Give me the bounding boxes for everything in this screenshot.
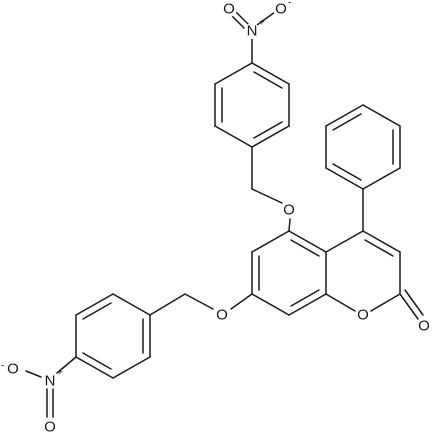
bond-ph-f	[362, 167, 401, 190]
atom-nitro-o-top-left: O	[221, 1, 237, 18]
bond-ph-a-inner	[332, 163, 362, 181]
bond-ring2-e-inner	[82, 302, 112, 320]
atom-ring-o: O	[355, 307, 371, 324]
charge-plus-top: +	[259, 18, 265, 29]
atom-nitro-o-bottom-right: O	[42, 419, 58, 436]
svg-text:O: O	[283, 202, 295, 219]
bond-ring1-f	[214, 62, 253, 85]
bond-ph-c-inner	[332, 113, 362, 131]
bond-ring1-c	[251, 125, 290, 148]
bond-c2-o1	[370, 293, 401, 312]
svg-text:O: O	[44, 419, 56, 436]
atom-ether-o-lower: O	[214, 307, 230, 324]
bond-ring2-b	[112, 356, 151, 379]
bond-ring2-n	[56, 356, 77, 374]
svg-text:O: O	[7, 361, 19, 378]
svg-text:O: O	[418, 318, 430, 335]
bond-c2-carbonyl-double	[404, 289, 424, 316]
svg-text:O: O	[223, 1, 235, 18]
bond-ring1-a-inner	[253, 71, 283, 89]
bond-ring2-c-inner	[82, 352, 112, 370]
svg-text:N: N	[247, 23, 258, 40]
atom-nitro-n-bottom: N +	[42, 368, 63, 390]
atom-nitro-o-top-right: O -	[273, 0, 291, 18]
bond-c8-c7	[251, 293, 290, 316]
svg-text:O: O	[216, 307, 228, 324]
bond-c5-c4a	[288, 230, 327, 253]
bond-ether-o-ch2-lower	[184, 293, 214, 310]
svg-text:N: N	[45, 373, 56, 390]
charge-plus-bottom: +	[57, 368, 63, 379]
bond-c8a-c8-inner	[290, 289, 320, 307]
bond-ch2-upper-b	[251, 188, 283, 204]
bond-ether-o-c5	[288, 218, 291, 232]
bond-c4-c3-inner	[364, 239, 394, 257]
bond-c8a-c8	[288, 293, 327, 316]
bond-ring1-d	[214, 125, 253, 148]
bond-c7-ether-o	[230, 293, 253, 310]
bond-ph-d	[362, 104, 401, 127]
bond-n-o-bottom-left	[25, 370, 42, 378]
bond-c4a-c4	[325, 230, 364, 253]
atom-ether-o-upper: O	[281, 202, 297, 219]
bond-ph-c	[325, 104, 364, 127]
svg-text:O: O	[357, 307, 369, 324]
bond-ring2-f	[112, 293, 151, 316]
bond-ring1-a	[251, 62, 290, 85]
bond-c4-c3	[362, 230, 401, 253]
bond-n-o-top-right	[256, 11, 276, 26]
atom-nitro-n-top: N +	[244, 18, 265, 40]
bond-n-o-top-left	[235, 11, 250, 26]
bond-c6-c5	[251, 230, 290, 253]
bond-ring2-c	[75, 356, 114, 379]
bond-o1-c8a	[325, 293, 356, 312]
bond-ring2-e	[75, 293, 114, 316]
charge-minus-bottom: -	[1, 361, 4, 372]
charge-minus-top: -	[288, 0, 291, 9]
atom-nitro-o-bottom-left: O -	[1, 361, 21, 378]
bond-ph-a	[325, 167, 364, 190]
bond-n-o-top-left-double	[231, 15, 246, 30]
bond-ch2-lower-ring	[149, 293, 186, 316]
bond-c2-carbonyl	[399, 293, 419, 320]
bond-ring1-c-inner	[253, 121, 283, 139]
svg-text:O: O	[275, 1, 287, 18]
atom-carbonyl-o: O	[416, 318, 432, 335]
bond-c5-c4a-inner	[290, 239, 320, 257]
